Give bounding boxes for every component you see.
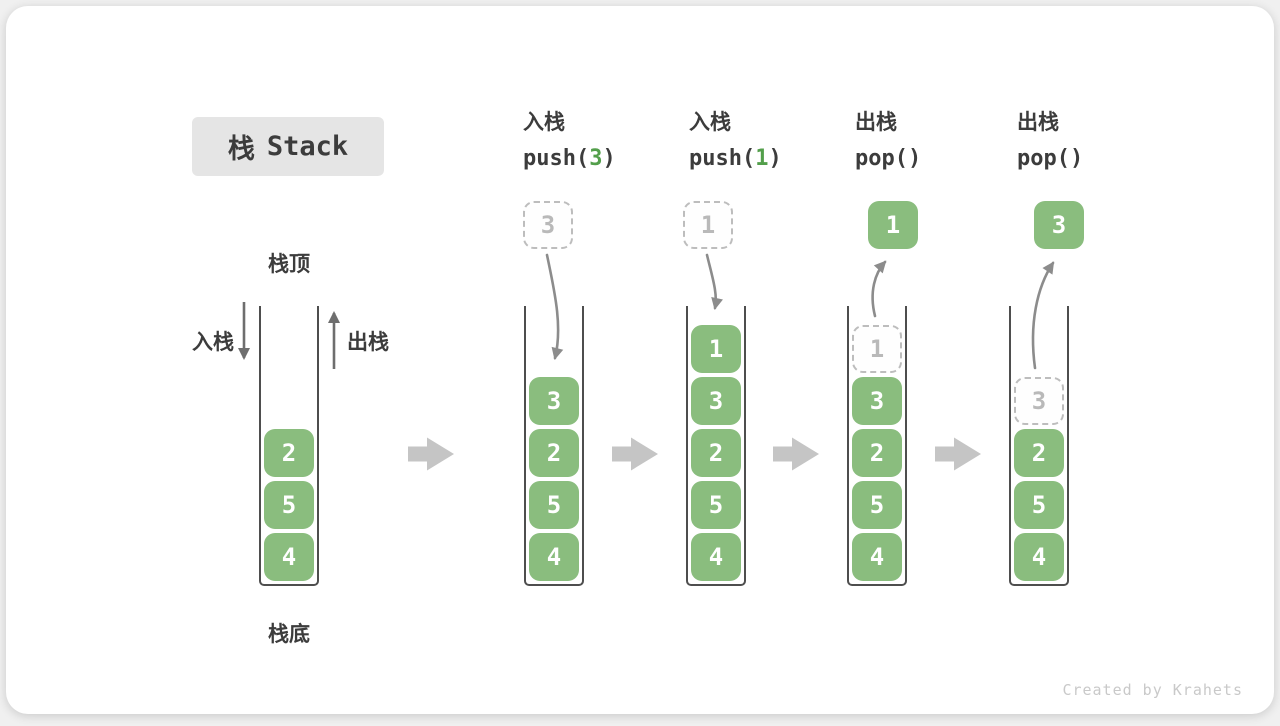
- floating-cell: 3: [523, 201, 573, 249]
- watermark: Created by Krahets: [6, 681, 1243, 699]
- stack-cell: 2: [852, 429, 902, 477]
- stack-cell: 5: [691, 481, 741, 529]
- step-header: 出栈 pop(): [855, 112, 921, 170]
- floating-cell: 1: [868, 201, 918, 249]
- floating-cell: 3: [1034, 201, 1084, 249]
- code-segment: 1: [755, 146, 768, 171]
- label-stack-top: 栈顶: [239, 248, 339, 278]
- stack-cell: 3: [529, 377, 579, 425]
- stack-cell: 2: [691, 429, 741, 477]
- stack-cell: 2: [529, 429, 579, 477]
- stack-cell: 4: [852, 533, 902, 581]
- stack-cell: 2: [264, 429, 314, 477]
- code-segment: pop(): [855, 146, 921, 171]
- stack-cell: 5: [264, 481, 314, 529]
- stack-cell: 5: [1014, 481, 1064, 529]
- stack-cell: 4: [529, 533, 579, 581]
- title-en: Stack: [267, 131, 348, 162]
- step-arrow-icon: [612, 438, 658, 471]
- stack-cell: 2: [1014, 429, 1064, 477]
- stack-cell: 3: [852, 377, 902, 425]
- step-header: 出栈 pop(): [1017, 112, 1083, 170]
- step-header-code: push(3): [523, 148, 616, 170]
- title-zh: 栈: [228, 127, 255, 166]
- step-arrow-icon: [408, 438, 454, 471]
- code-segment: pop(): [1017, 146, 1083, 171]
- step-arrow-icon: [773, 438, 819, 471]
- stack-cell: 5: [852, 481, 902, 529]
- code-segment: push(: [689, 146, 755, 171]
- code-segment: push(: [523, 146, 589, 171]
- step-header-operation: 出栈: [1017, 112, 1083, 133]
- step-header-operation: 入栈: [689, 112, 782, 133]
- code-segment: ): [768, 146, 781, 171]
- stack-cell: 4: [1014, 533, 1064, 581]
- label-stack-bottom: 栈底: [239, 618, 339, 648]
- stack-cell: 5: [529, 481, 579, 529]
- step-header-code: push(1): [689, 148, 782, 170]
- stack-cell: 1: [691, 325, 741, 373]
- title-box: 栈 Stack: [192, 117, 384, 176]
- stack-cell-ghost: 3: [1014, 377, 1064, 425]
- floating-cell: 1: [683, 201, 733, 249]
- step-header: 入栈 push(1): [689, 112, 782, 170]
- step-header-code: pop(): [855, 148, 921, 170]
- code-segment: 3: [589, 146, 602, 171]
- diagram-card: 栈 Stack 栈顶 栈底 入栈 出栈: [6, 6, 1274, 714]
- step-header-code: pop(): [1017, 148, 1083, 170]
- stack-cell: 4: [264, 533, 314, 581]
- label-push-in: 入栈: [144, 326, 234, 356]
- stack-cell: 3: [691, 377, 741, 425]
- step-header: 入栈 push(3): [523, 112, 616, 170]
- step-header-operation: 出栈: [855, 112, 921, 133]
- stack-cell-ghost: 1: [852, 325, 902, 373]
- arrows-layer: [6, 6, 1280, 726]
- code-segment: ): [602, 146, 615, 171]
- label-pop-out: 出栈: [347, 326, 437, 356]
- stack-cell: 4: [691, 533, 741, 581]
- step-arrow-icon: [935, 438, 981, 471]
- diagram-stage: 栈 Stack 栈顶 栈底 入栈 出栈: [6, 6, 1274, 714]
- step-header-operation: 入栈: [523, 112, 616, 133]
- push-1-arrow: [707, 255, 716, 308]
